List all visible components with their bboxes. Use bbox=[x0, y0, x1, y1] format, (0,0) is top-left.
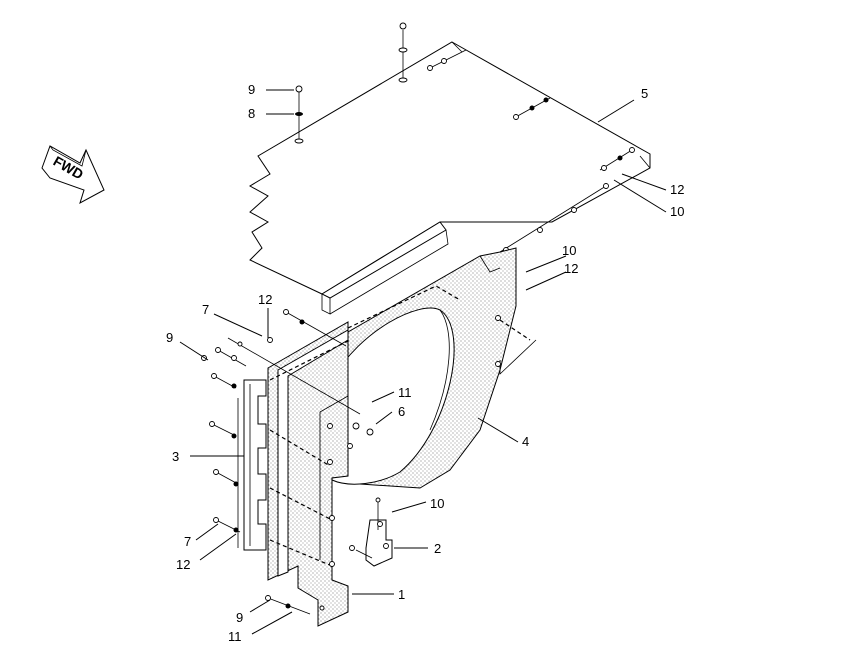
callout-11: 11 bbox=[228, 629, 242, 644]
front-plate bbox=[267, 321, 351, 627]
callout-8: 8 bbox=[248, 106, 255, 121]
callout-9: 9 bbox=[166, 330, 173, 345]
leader-lines bbox=[179, 89, 667, 635]
fan-shroud bbox=[267, 247, 537, 489]
callout-3: 3 bbox=[172, 449, 179, 464]
callout-12: 12 bbox=[564, 261, 578, 276]
fwd-arrow-icon: FWD bbox=[41, 145, 105, 205]
callout-7: 7 bbox=[202, 302, 209, 317]
lower-bracket bbox=[349, 497, 393, 567]
callout-6: 6 bbox=[398, 404, 405, 419]
callout-labels: 5 12 10 10 12 4 9 8 7 12 9 3 11 6 7 12 1… bbox=[166, 82, 684, 644]
callout-12: 12 bbox=[258, 292, 272, 307]
bolt-stack-top bbox=[294, 22, 408, 144]
top-cover-panel bbox=[249, 41, 651, 315]
callout-9: 9 bbox=[248, 82, 255, 97]
side-bracket bbox=[237, 379, 267, 551]
callout-1: 1 bbox=[398, 587, 405, 602]
bottom-bolts bbox=[265, 595, 325, 615]
callout-7: 7 bbox=[184, 534, 191, 549]
callout-10: 10 bbox=[670, 204, 684, 219]
callout-5: 5 bbox=[641, 86, 648, 101]
callout-10: 10 bbox=[562, 243, 576, 258]
callout-12: 12 bbox=[176, 557, 190, 572]
callout-12: 12 bbox=[670, 182, 684, 197]
left-bolts bbox=[201, 309, 374, 533]
callout-10: 10 bbox=[430, 496, 444, 511]
callout-9: 9 bbox=[236, 610, 243, 625]
callout-2: 2 bbox=[434, 541, 441, 556]
callout-11: 11 bbox=[398, 385, 412, 400]
callout-4: 4 bbox=[522, 434, 529, 449]
